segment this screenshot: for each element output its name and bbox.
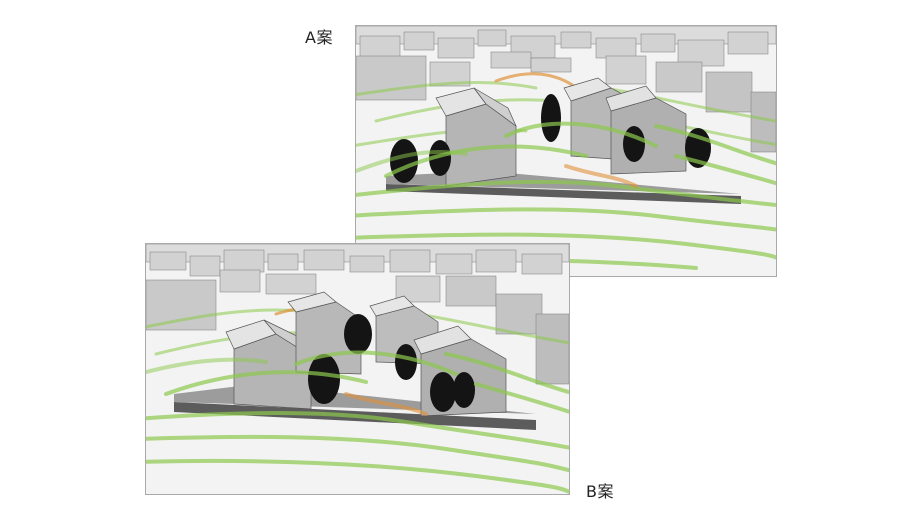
panel-b-wind-simulation <box>146 244 569 494</box>
panel-b-label: B案 <box>586 482 614 501</box>
background-city <box>146 244 569 385</box>
panel-a-wind-simulation <box>356 26 776 276</box>
wind-streamlines-front <box>146 350 569 494</box>
panel-a-image <box>355 25 777 277</box>
site-wall-front <box>386 184 741 204</box>
panel-a-label: A案 <box>305 28 333 47</box>
trees <box>308 314 475 412</box>
panel-b-image <box>145 243 570 495</box>
background-city <box>356 26 776 153</box>
wind-streamlines-front <box>356 121 776 270</box>
house-left <box>435 87 517 187</box>
trees <box>390 94 711 183</box>
